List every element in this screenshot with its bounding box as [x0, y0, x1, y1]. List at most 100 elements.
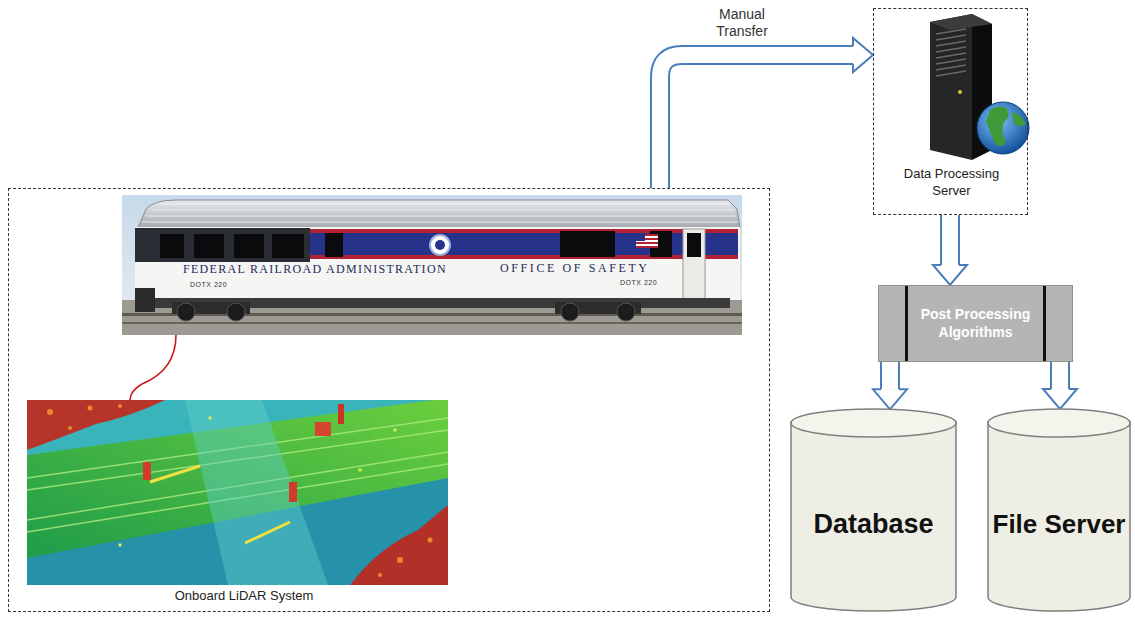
lidar-point-cloud-part: [27, 400, 165, 450]
illustration-part-part: [936, 65, 966, 70]
illustration-part-part: [142, 222, 738, 223]
arrow-shaft-outline: [1050, 362, 1070, 389]
frame-caption: Onboard LiDAR System: [149, 588, 339, 605]
train-photo-part: [636, 234, 658, 248]
train-photo-part: [683, 229, 705, 299]
lidar-point-cloud-part: [338, 404, 344, 424]
text-holder: Onboard LiDAR System: [149, 588, 339, 605]
car-number: DOTX 220: [620, 279, 657, 287]
cylinder-label: File Server: [993, 509, 1126, 540]
train-photo-part: [310, 229, 738, 233]
cylinder-top: [791, 409, 956, 437]
car-lettering: OFFICE OF SAFETY: [500, 262, 650, 275]
lidar-point-cloud-part: [150, 466, 200, 482]
illustration-part-part: [272, 234, 304, 258]
cylinder-top: [988, 409, 1130, 437]
illustration-part-part: [936, 53, 966, 58]
illustration-part-part: [194, 234, 224, 258]
illustration-part-part: [428, 538, 433, 543]
car-lettering: FEDERAL RAILROAD ADMINISTRATION: [183, 263, 447, 276]
arrow-head: [933, 265, 967, 285]
illustration-part-part: [68, 426, 72, 430]
illustration-part: [936, 29, 966, 76]
band-divider: [905, 286, 908, 361]
edge-label: Manual Transfer: [703, 6, 781, 40]
hollow-arrow: [660, 38, 873, 188]
illustration-part-part: [47, 409, 53, 415]
illustration-part-part: [234, 234, 264, 258]
process-band: Post Processing Algorithms: [878, 285, 1073, 362]
illustration-part-part: [208, 416, 212, 420]
train-photo-part: [122, 195, 742, 335]
train-photo-part: [135, 228, 310, 262]
train-photo-part: [138, 200, 740, 228]
process-label: Post Processing Algorithms: [911, 306, 1040, 341]
band-divider: [1043, 286, 1046, 361]
lidar-point-cloud-part: [143, 462, 151, 480]
illustration-part-part: [936, 59, 966, 64]
train-photo-part: [310, 233, 738, 255]
arrow-head: [1043, 389, 1077, 409]
lidar-point-cloud-part: [245, 522, 290, 543]
illustration-part-part: [636, 242, 658, 244]
illustration-part: [118, 416, 397, 547]
illustration-part: [47, 404, 433, 577]
lidar-point-cloud-part: [350, 505, 448, 585]
arrow-head: [853, 38, 873, 72]
server-icon-part: [986, 106, 1009, 146]
train-photo: [122, 195, 742, 335]
illustration-part-part: [88, 406, 93, 411]
train-photo-part: [435, 240, 445, 250]
onboard-system-frame: Onboard LiDAR System: [8, 188, 770, 612]
illustration-part-part: [152, 210, 734, 211]
hollow-arrow: [873, 362, 907, 409]
server-frame: Data Processing Server: [873, 8, 1028, 215]
cylinder-body: [988, 422, 1130, 611]
illustration-part-part: [936, 29, 966, 34]
illustration-part-part: [617, 303, 635, 321]
arrow-head: [873, 389, 907, 409]
illustration-part: [177, 303, 635, 321]
train-photo-part: [135, 288, 155, 312]
illustration-part-part: [160, 204, 730, 205]
illustration-part: [636, 234, 658, 248]
cylinder-label: Database: [813, 509, 933, 540]
server-icon-part: [958, 90, 962, 94]
arrow-shaft-fill: [1052, 362, 1068, 389]
illustration-part-part: [560, 231, 615, 257]
arrow-shaft-fill: [882, 362, 898, 389]
illustration-part-part: [177, 303, 195, 321]
illustration-part-part: [358, 468, 362, 472]
illustration-part-part: [160, 234, 184, 258]
arrow-shaft-outline: [940, 215, 960, 265]
lidar-point-cloud-part: [185, 400, 328, 585]
text-holder: Database: [790, 436, 957, 612]
arrow-shaft-outline: [880, 362, 900, 389]
server-icon-part: [977, 102, 1029, 154]
train-photo-part: [430, 235, 450, 255]
train-photo-part: [636, 234, 645, 241]
server-icon-part: [930, 14, 972, 160]
illustration-part-part: [936, 47, 966, 52]
hollow-arrow: [933, 215, 967, 285]
lidar-point-cloud: [27, 400, 448, 585]
server-icon-part: [1012, 112, 1026, 126]
server-icon: [930, 14, 1029, 160]
leader-line: [130, 335, 176, 400]
server-icon-part: [930, 14, 992, 30]
text-holder: File Server: [987, 436, 1131, 612]
train-photo-part: [687, 233, 701, 257]
illustration-part-part: [325, 233, 343, 257]
illustration-part: [142, 204, 738, 222]
illustration-part-part: [561, 303, 579, 321]
database-cylinder: Database: [790, 408, 957, 612]
cylinder-body: [791, 422, 956, 611]
arrow-shaft-fill: [660, 55, 853, 188]
illustration-part-part: [636, 246, 658, 248]
illustration-part-part: [146, 216, 736, 217]
frame-caption: Data Processing Server: [896, 166, 1007, 200]
illustration-part-part: [936, 41, 966, 46]
illustration-part-part: [397, 557, 403, 563]
arrow-shaft-fill: [942, 215, 958, 265]
